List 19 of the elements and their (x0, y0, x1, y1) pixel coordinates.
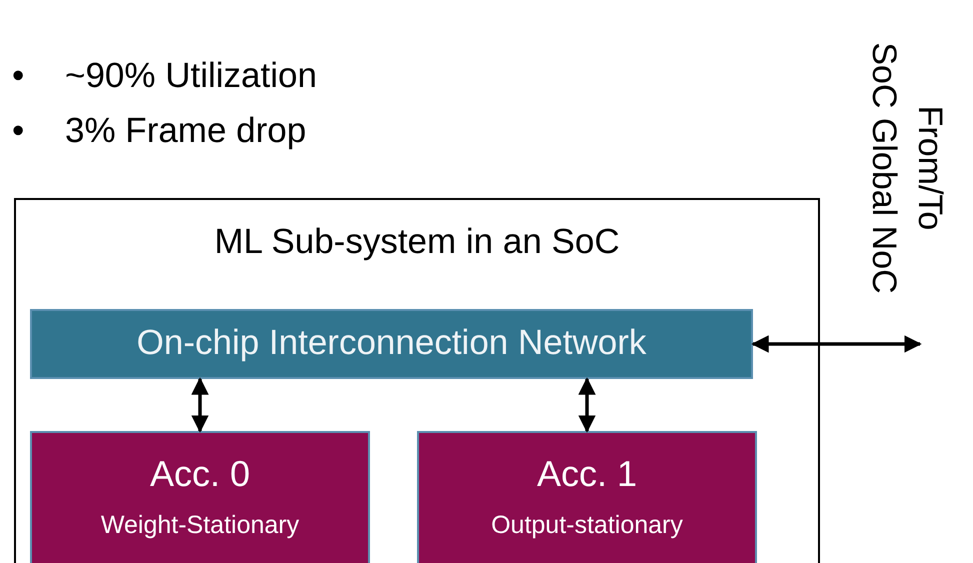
network-box (30, 309, 753, 379)
box-subtitle: Weight-Stationary (100, 511, 300, 540)
bullet-mark: • (12, 56, 24, 96)
subsystem-frame (14, 198, 820, 563)
box-title: Acc. 1 (536, 453, 638, 495)
double-arrow (578, 377, 596, 433)
box-title: Acc. 0 (150, 453, 250, 495)
frame-title: ML Sub-system in an SoC (214, 222, 620, 262)
bullet-text: ~90% Utilization (65, 56, 317, 96)
accelerator-box (30, 431, 370, 563)
side-note: SoC Global NoC (864, 42, 904, 294)
accelerator-box (417, 431, 757, 563)
box-subtitle: Output-stationary (491, 511, 683, 540)
double-arrow (191, 377, 209, 433)
bullet-mark: • (12, 111, 24, 151)
bullet-text: 3% Frame drop (65, 111, 306, 151)
double-arrow (751, 335, 922, 353)
side-note: From/To (910, 106, 950, 230)
box-title: On-chip Interconnection Network (136, 323, 646, 363)
